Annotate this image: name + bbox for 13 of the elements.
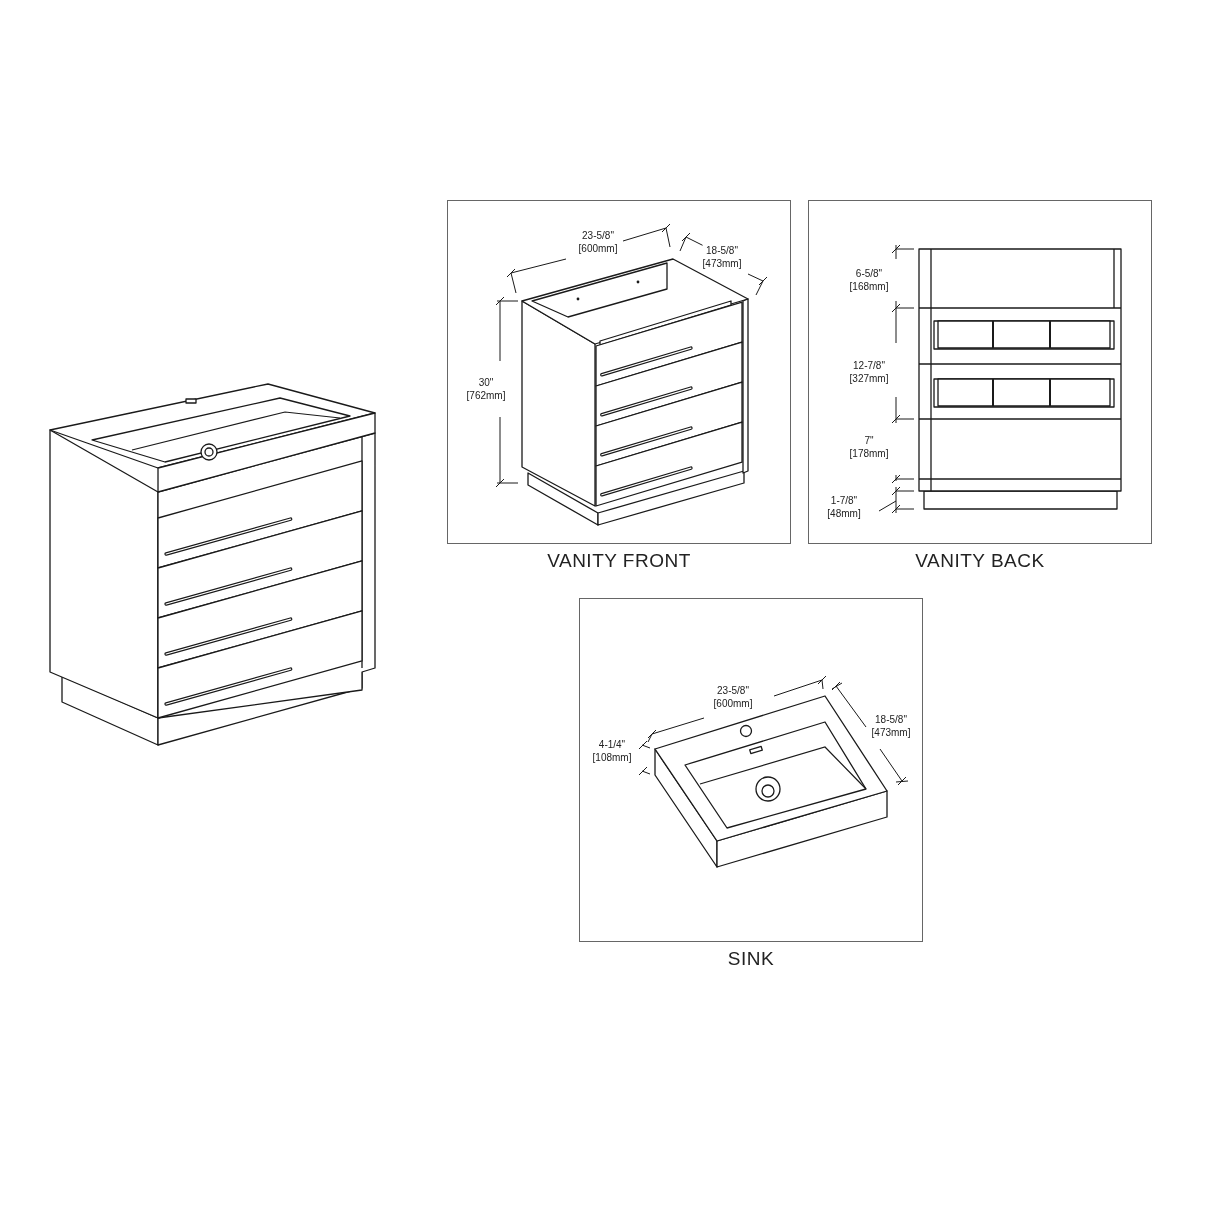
dimension-label: 23-5/8" [600mm]: [578, 229, 618, 255]
dimension-label: 7" [178mm]: [849, 434, 889, 460]
dimension-label: 23-5/8" [600mm]: [713, 684, 753, 710]
dimension-label: 12-7/8" [327mm]: [849, 359, 889, 385]
dimension-label: 18-5/8" [473mm]: [871, 713, 911, 739]
view-caption: SINK: [727, 948, 775, 970]
view-caption: VANITY FRONT: [547, 550, 691, 572]
dimension-label: 30" [762mm]: [466, 376, 506, 402]
dimension-label: 6-5/8" [168mm]: [849, 267, 889, 293]
dimension-label: 4-1/4" [108mm]: [592, 738, 632, 764]
dimension-label: 18-5/8" [473mm]: [702, 244, 742, 270]
dimension-label: 1-7/8" [48mm]: [827, 494, 861, 520]
view-caption: VANITY BACK: [915, 550, 1045, 572]
